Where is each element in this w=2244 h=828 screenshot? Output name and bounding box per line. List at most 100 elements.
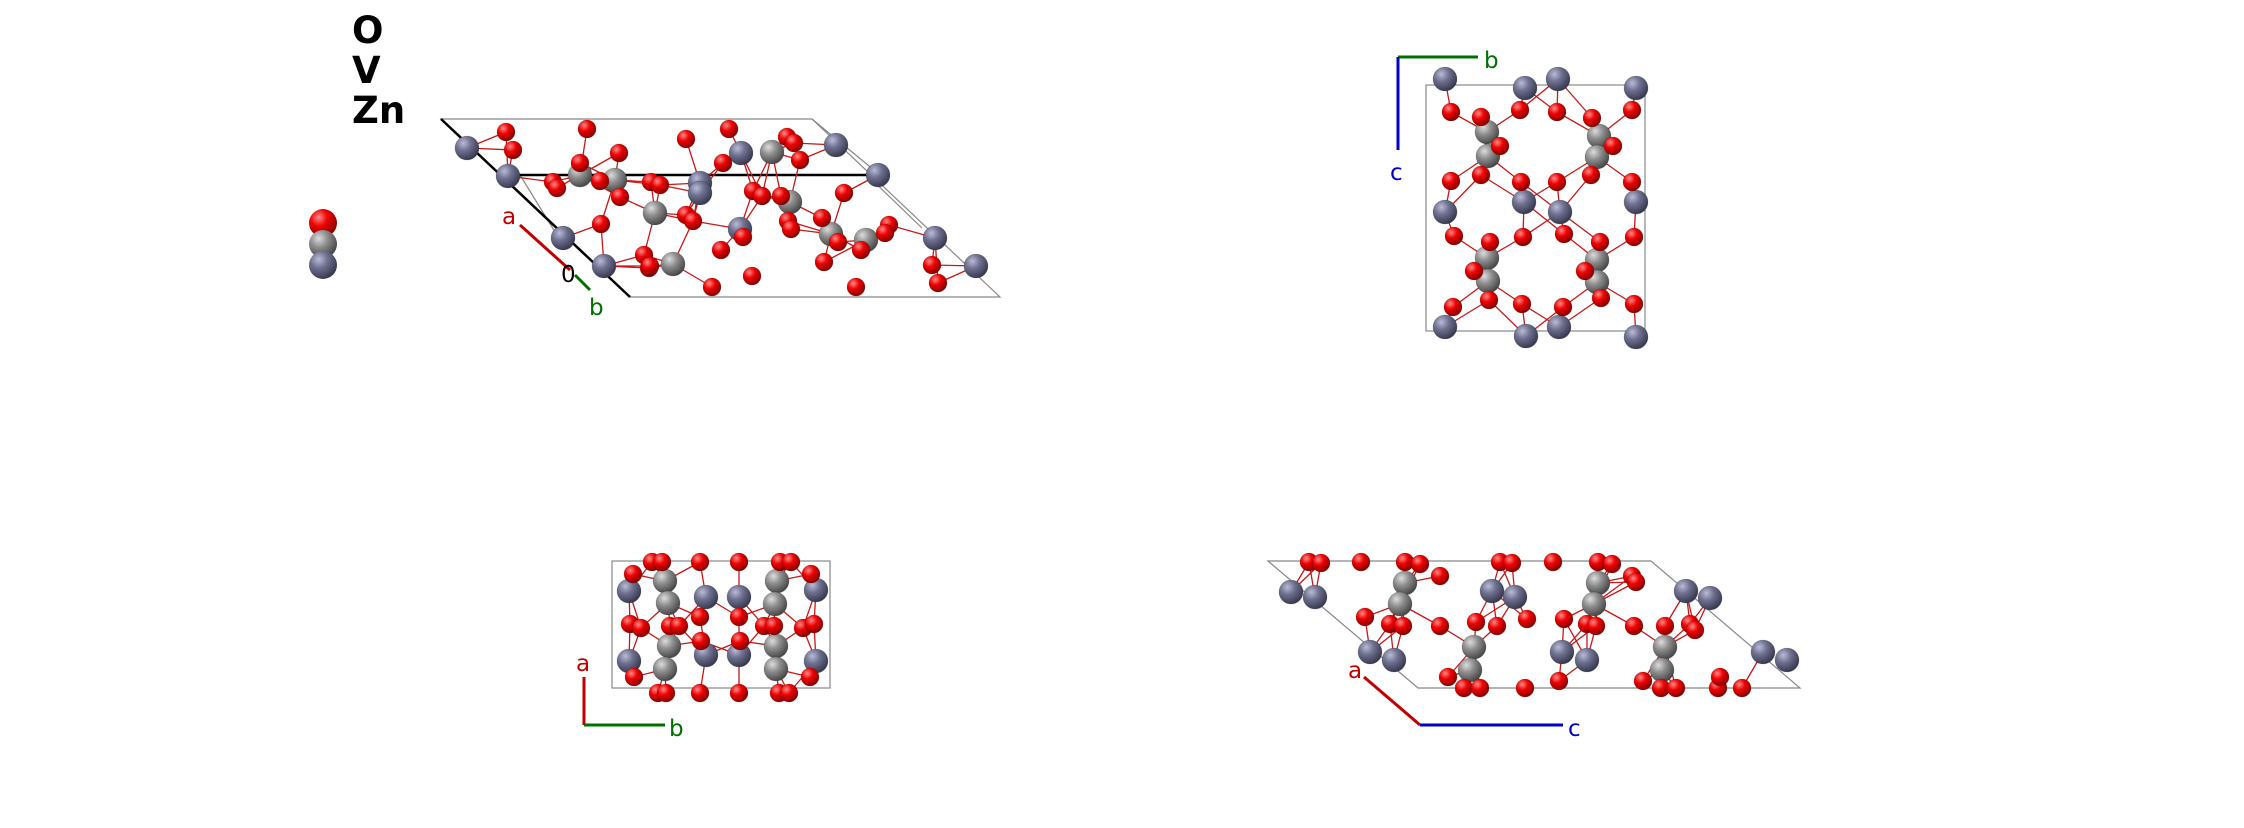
zinc-atom [1546,314,1572,340]
unit-cell [1425,84,1646,332]
zinc-atom [1623,189,1649,215]
panel-view-bc: b c [1390,48,1649,350]
element-legend: O V Zn [309,9,405,279]
zinc-atom [1774,647,1800,673]
oxygen-atom [828,232,848,252]
oxygen-atom [790,150,810,170]
legend-swatch-zn [309,251,337,279]
oxygen-atom [922,255,942,275]
oxygen-atom [1510,100,1530,120]
zinc-atom [495,163,521,189]
oxygen-atom [730,631,750,651]
oxygen-atom [1512,294,1532,314]
oxygen-atom [1466,612,1486,632]
oxygen-atom [1582,108,1602,128]
vanadium-atom [1585,570,1611,596]
axis-c-label: c [1390,160,1403,186]
oxygen-atom [503,140,523,160]
axis-a-line [1363,675,1421,727]
oxygen-atom [729,607,749,627]
oxygen-atom [631,618,651,638]
oxygen-atom [1487,616,1507,636]
oxygen-atom [1624,616,1644,636]
oxygen-atom [1393,616,1413,636]
oxygen-atom [623,564,643,584]
zinc-atom [823,132,849,158]
oxygen-atom [1710,667,1730,687]
axis-indicator: a c [1348,658,1581,742]
zinc-atom [1302,584,1328,610]
oxygen-atom [851,240,871,260]
oxygen-atom [1464,261,1484,281]
axis-origin-label: 0 [561,262,576,288]
zinc-atom [591,253,617,279]
oxygen-atom [570,153,590,173]
atoms [1432,66,1649,350]
vanadium-atom [1581,591,1607,617]
vanadium-atom [763,656,789,682]
oxygen-atom [1444,226,1464,246]
oxygen-atom [1515,678,1535,698]
axis-b-label: b [589,295,604,321]
oxygen-atom [1311,553,1331,573]
oxygen-atom [1443,297,1463,317]
oxygen-atom [1590,232,1610,252]
oxygen-atom [609,143,629,163]
vanadium-atom [642,200,668,226]
legend-label-zn: Zn [352,89,405,132]
zinc-atom [550,225,576,251]
axis-a-label: a [502,204,516,230]
oxygen-atom [1430,616,1450,636]
oxygen-atom [1624,294,1644,314]
oxygen-atom [1480,232,1500,252]
oxygen-atom [690,607,710,627]
oxygen-atom [1655,616,1675,636]
zinc-atom [1513,323,1539,349]
oxygen-atom [1591,288,1611,308]
vanadium-atom [762,591,788,617]
oxygen-atom [702,277,722,297]
zinc-atom [1623,324,1649,350]
axis-b-line [573,273,592,292]
oxygen-atom [577,119,597,139]
vanadium-atom [660,251,686,277]
axis-c-label: c [1568,716,1581,742]
zinc-atom [1547,199,1573,225]
vanadium-atom [1461,634,1487,660]
oxygen-atom [547,178,567,198]
oxygen-atom [875,223,895,243]
oxygen-atom [1554,609,1574,629]
oxygen-atom [812,208,832,228]
oxygen-atom [711,240,731,260]
axis-indicator: a b [576,651,684,742]
zinc-atom [1545,66,1571,92]
oxygen-atom [1586,616,1606,636]
axis-indicator: b c [1390,48,1499,186]
vanadium-atom [652,568,678,594]
oxygen-atom [1547,172,1567,192]
legend-swatch-o [309,209,337,237]
oxygen-atom [691,631,711,651]
zinc-atom [963,253,989,279]
oxygen-atom [1554,224,1574,244]
oxygen-atom [1543,552,1563,572]
legend-label-v: V [352,49,381,92]
oxygen-atom [742,266,762,286]
vanadium-atom [1392,570,1418,596]
axis-a-line [518,223,572,272]
oxygen-atom [1622,172,1642,192]
oxygen-atom [1470,678,1490,698]
axis-indicator: a b 0 [502,204,604,321]
zinc-atom [1511,189,1537,215]
zinc-atom [1432,314,1458,340]
oxygen-atom [781,219,801,239]
oxygen-atom [683,211,703,231]
oxygen-atom [1666,678,1686,698]
oxygen-atom [1490,136,1510,156]
oxygen-atom [669,616,689,636]
oxygen-atom [1471,165,1491,185]
oxygen-atom [1553,297,1573,317]
vanadium-atom [1387,591,1413,617]
unit-cell [439,118,1002,298]
